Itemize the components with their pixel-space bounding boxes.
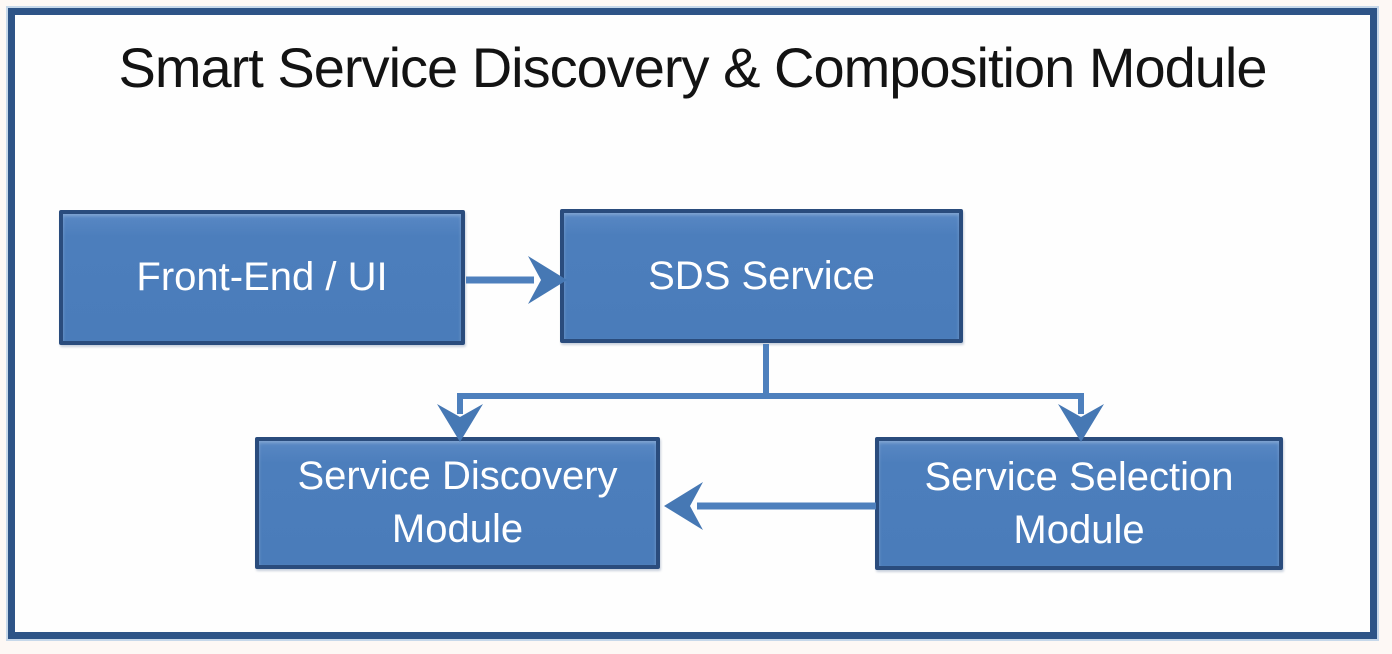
node-service-discovery-module: Service Discovery Module — [255, 437, 660, 569]
diagram-title: Smart Service Discovery & Composition Mo… — [118, 36, 1268, 99]
node-sds-service: SDS Service — [560, 209, 963, 343]
node-service-selection-module: Service Selection Module — [875, 437, 1283, 570]
node-service-discovery-module-label: Service Discovery Module — [297, 454, 618, 551]
node-front-end-ui: Front-End / UI — [59, 210, 465, 345]
node-front-end-ui-label: Front-End / UI — [136, 255, 388, 300]
node-service-selection-module-label: Service Selection Module — [924, 454, 1234, 552]
node-sds-service-label: SDS Service — [648, 253, 875, 298]
